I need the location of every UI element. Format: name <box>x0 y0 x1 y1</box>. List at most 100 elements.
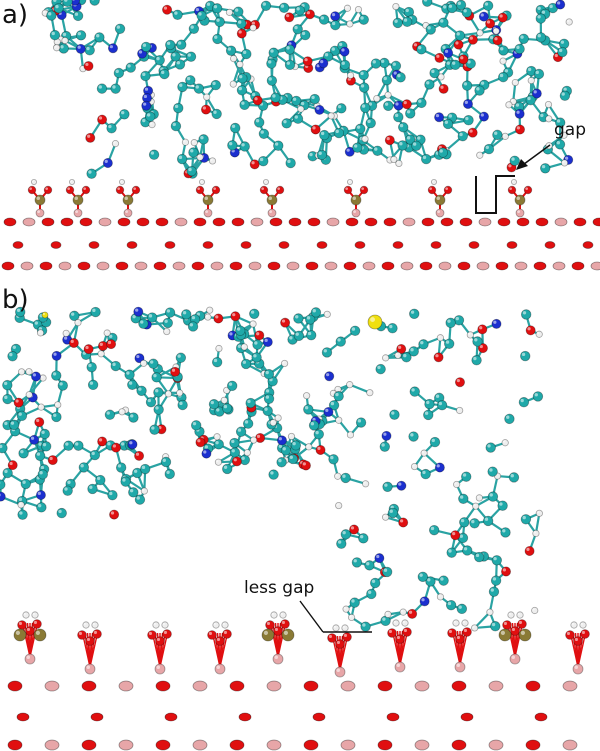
carbon-atom-highlight <box>537 6 541 10</box>
oxygen-atom-highlight <box>456 378 460 383</box>
hydrogen-atom <box>346 381 354 389</box>
sulfur-atom <box>367 314 383 330</box>
carbon-atom <box>221 403 233 414</box>
carbon-atom <box>456 603 468 615</box>
carbon-atom-highlight <box>520 35 524 39</box>
carbon-atom-highlight <box>374 147 378 151</box>
bond <box>577 632 587 668</box>
carbon-atom <box>258 155 269 167</box>
carbon-atom-highlight <box>537 15 541 19</box>
nitrogen-atom <box>555 0 566 10</box>
oxygen-atom-highlight <box>386 136 390 141</box>
phosphorus-atom <box>514 194 526 206</box>
nitrogen-atom <box>323 406 334 417</box>
carbon-atom <box>370 577 381 589</box>
hydrogen-atom <box>452 619 460 627</box>
nitrogen-atom-highlight <box>346 148 350 152</box>
hydrogen-atom-highlight <box>387 157 390 160</box>
oxygen-atom <box>384 135 395 146</box>
oxygen-atom <box>170 366 181 377</box>
carbon-atom <box>251 352 262 363</box>
carbon-atom <box>533 68 545 80</box>
carbon-atom <box>154 55 165 66</box>
carbon-atom-highlight <box>360 84 365 88</box>
carbon-atom-highlight <box>151 426 155 430</box>
calcium-atom <box>509 653 521 665</box>
carbon-atom-highlight <box>41 430 45 434</box>
carbon-atom <box>86 361 97 373</box>
carbon-atom-highlight <box>360 71 364 76</box>
carbon-atom-highlight <box>12 345 16 349</box>
carbon-atom <box>333 127 345 139</box>
bond <box>399 630 409 666</box>
hydrogen-atom-highlight <box>237 62 240 65</box>
bond <box>159 632 169 668</box>
carbon-atom <box>417 571 429 583</box>
hydrogen-atom-highlight <box>207 307 210 311</box>
carbon-atom-highlight <box>423 0 428 2</box>
nitrogen-atom-highlight <box>0 493 1 497</box>
surface-row1-calcium-atom <box>22 217 36 227</box>
hydrogen-atom-highlight <box>438 335 441 338</box>
surface-row1-calcium-atom <box>488 680 504 692</box>
oxygen-atom <box>211 185 221 195</box>
surface-row2-oxygen-atom <box>506 241 518 249</box>
carbon-atom-highlight <box>371 579 376 583</box>
surface-row1-oxygen-atom <box>573 217 587 227</box>
hydrogen-atom-highlight <box>177 390 180 393</box>
oxygen-atom <box>359 185 369 195</box>
bond <box>339 635 349 671</box>
hydrogen-atom <box>82 621 90 629</box>
hydrogen-atom-highlight <box>204 94 207 98</box>
oxygen-atom <box>455 634 465 644</box>
carbon-atom-highlight <box>392 62 396 66</box>
hydrogen-atom <box>436 334 444 342</box>
oxygen-atom <box>236 28 247 39</box>
hydrogen-atom-highlight <box>282 361 285 364</box>
carbon-atom <box>461 80 473 91</box>
carbon-atom <box>51 370 62 381</box>
oxygen-atom-highlight <box>388 629 392 633</box>
hydrogen-atom-highlight <box>477 152 480 156</box>
carbon-atom <box>145 396 157 408</box>
carbon-atom <box>36 502 47 513</box>
carbon-atom <box>471 355 482 366</box>
oxygen-atom <box>454 377 465 388</box>
oxygen-atom-highlight <box>328 634 332 638</box>
oxygen-atom <box>13 397 24 408</box>
carbon-atom-highlight <box>265 389 270 393</box>
carbon-atom-highlight <box>448 114 453 118</box>
carbon-atom <box>235 426 247 437</box>
carbon-atom <box>420 468 431 480</box>
carbon-atom-highlight <box>260 130 264 134</box>
nitrogen-atom-highlight <box>264 338 268 343</box>
carbon-atom <box>145 111 156 122</box>
carbon-atom <box>459 517 470 528</box>
carbon-atom-highlight <box>372 60 376 64</box>
surface-row2-oxygen-atom <box>430 241 442 249</box>
oxygen-atom-highlight <box>396 635 400 639</box>
hydrogen-atom <box>420 449 428 457</box>
carbon-atom-highlight <box>295 315 299 319</box>
hydrogen-atom-highlight <box>251 437 254 441</box>
oxygen-atom-highlight <box>93 630 97 634</box>
oxygen-atom-highlight <box>336 640 340 644</box>
nitrogen-atom-highlight <box>77 45 81 49</box>
carbon-atom-highlight <box>511 157 515 161</box>
carbon-atom-highlight <box>422 470 426 475</box>
carbon-atom-highlight <box>278 458 282 463</box>
calcium-atom-highlight <box>75 210 78 214</box>
carbon-atom <box>190 420 202 431</box>
surface-row1-oxygen-atom <box>41 217 55 227</box>
bond <box>349 383 371 394</box>
hydrogen-atom <box>225 8 234 16</box>
carbon-atom <box>34 450 46 462</box>
hydrogen-atom <box>119 178 126 185</box>
oxygen-atom-highlight <box>581 630 586 634</box>
carbon-atom-highlight <box>384 483 388 487</box>
hydrogen-atom <box>516 611 524 619</box>
carbon-atom-highlight <box>295 332 299 336</box>
surface-row3-oxygen-atom <box>115 261 129 271</box>
carbon-atom-highlight <box>176 61 180 65</box>
oxygen-atom-highlight <box>281 620 285 624</box>
